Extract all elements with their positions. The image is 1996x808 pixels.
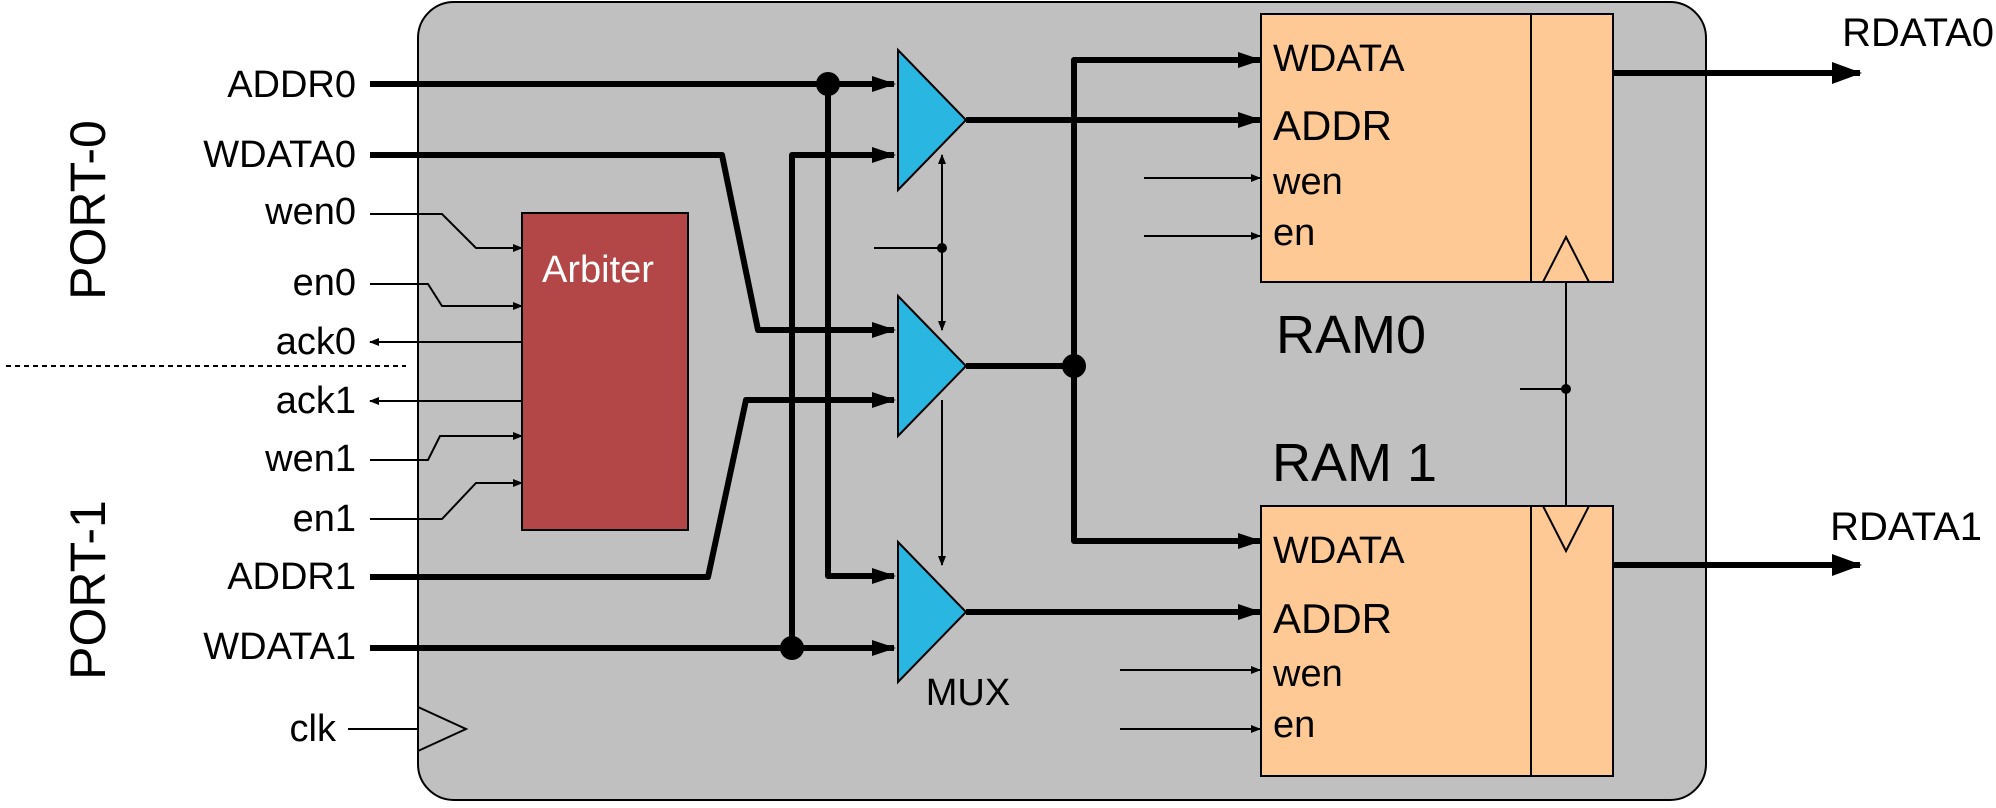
port-0-label: PORT-0: [60, 120, 116, 300]
junction-wdata-bus: [1062, 354, 1086, 378]
junction-addr0: [816, 72, 840, 96]
clk-label: clk: [290, 708, 337, 750]
mux-top: [897, 47, 968, 193]
ram0-port-addr: ADDR: [1273, 102, 1392, 149]
wdata1-branch: [789, 147, 896, 648]
wdata0-label: WDATA0: [203, 134, 356, 176]
port-1-label: PORT-1: [60, 500, 116, 680]
addr1-label: ADDR1: [227, 556, 356, 598]
wen1-wire: [370, 432, 523, 461]
en0-label: en0: [293, 262, 356, 304]
junction-wdata1: [780, 636, 804, 660]
wdata0-wire: [370, 152, 896, 338]
ram1-port-wen: wen: [1272, 653, 1343, 695]
ack0-label: ack0: [276, 321, 356, 363]
wen0-label: wen0: [264, 191, 356, 233]
ram0-port-wen: wen: [1272, 161, 1343, 203]
ram0-port-wdata: WDATA: [1273, 38, 1405, 80]
ram0-title: RAM0: [1276, 305, 1426, 365]
rdata0-label: RDATA0: [1842, 11, 1994, 55]
wdata1-label: WDATA1: [203, 626, 356, 668]
wdata-bus-ram0: [1071, 52, 1262, 366]
rdata1-label: RDATA1: [1830, 505, 1982, 549]
ram1-port-addr: ADDR: [1273, 595, 1392, 642]
mux-label: MUX: [926, 672, 1010, 714]
en1-label: en1: [293, 498, 356, 540]
arbiter-label: Arbiter: [542, 249, 654, 291]
ram1-port-wdata: WDATA: [1273, 530, 1405, 572]
ram1-port-en: en: [1273, 704, 1315, 746]
ram0-block: [1260, 13, 1614, 283]
ram0-port-en: en: [1273, 212, 1315, 254]
wdata-bus-ram1: [1071, 366, 1262, 549]
ack1-label: ack1: [276, 380, 356, 422]
junction-mux-select: [937, 243, 947, 253]
en0-wire: [370, 283, 523, 310]
addr1-wire: [370, 392, 896, 580]
en1-wire: [370, 479, 523, 520]
ram1-title: RAM 1: [1272, 433, 1437, 493]
junction-ram-clock: [1561, 384, 1571, 394]
mux-bottom: [897, 539, 968, 685]
arbiter-block: [521, 212, 689, 531]
wen1-label: wen1: [264, 438, 356, 480]
ram1-block: [1260, 505, 1614, 777]
clk-triangle: [417, 705, 469, 753]
addr0-branch: [825, 84, 896, 584]
wen0-wire: [370, 213, 523, 252]
mux-middle: [897, 293, 968, 439]
addr0-label: ADDR0: [227, 64, 356, 106]
